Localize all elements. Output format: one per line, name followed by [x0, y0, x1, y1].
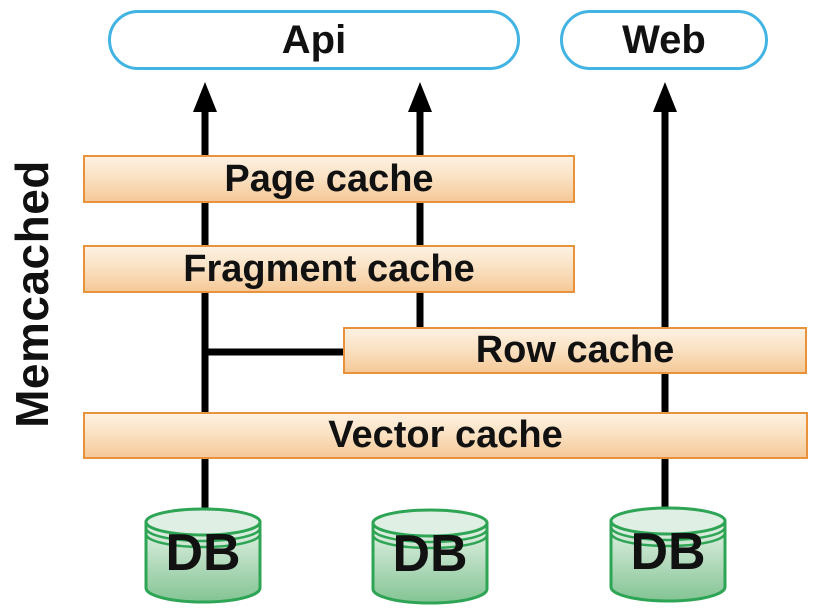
node-db-right: DB: [608, 505, 728, 603]
node-web-label: Web: [622, 17, 706, 62]
db-left-label: DB: [165, 524, 241, 582]
database-cylinder-icon: [371, 508, 489, 605]
arrowhead-web: [653, 82, 677, 112]
memcached-side-label: Memcached: [6, 160, 58, 428]
node-api: Api: [108, 10, 520, 70]
database-cylinder-icon: [144, 507, 262, 604]
node-row-cache: Row cache: [343, 327, 807, 374]
node-api-label: Api: [281, 17, 347, 62]
fragment-cache-label: Fragment cache: [183, 247, 475, 290]
node-db-left: DB: [143, 506, 263, 604]
node-page-cache: Page cache: [83, 155, 575, 203]
arrowhead-api-left: [193, 82, 217, 112]
vector-cache-label: Vector cache: [328, 414, 563, 456]
row-cache-label: Row cache: [475, 329, 675, 371]
node-web: Web: [560, 10, 768, 70]
db-middle-label: DB: [392, 525, 468, 583]
db-right-label: DB: [630, 523, 706, 581]
node-db-middle: DB: [370, 507, 490, 605]
database-cylinder-icon: [609, 506, 727, 603]
node-fragment-cache: Fragment cache: [83, 245, 575, 293]
node-vector-cache: Vector cache: [83, 412, 808, 459]
arrowhead-api-right: [408, 82, 432, 112]
page-cache-label: Page cache: [224, 157, 434, 200]
